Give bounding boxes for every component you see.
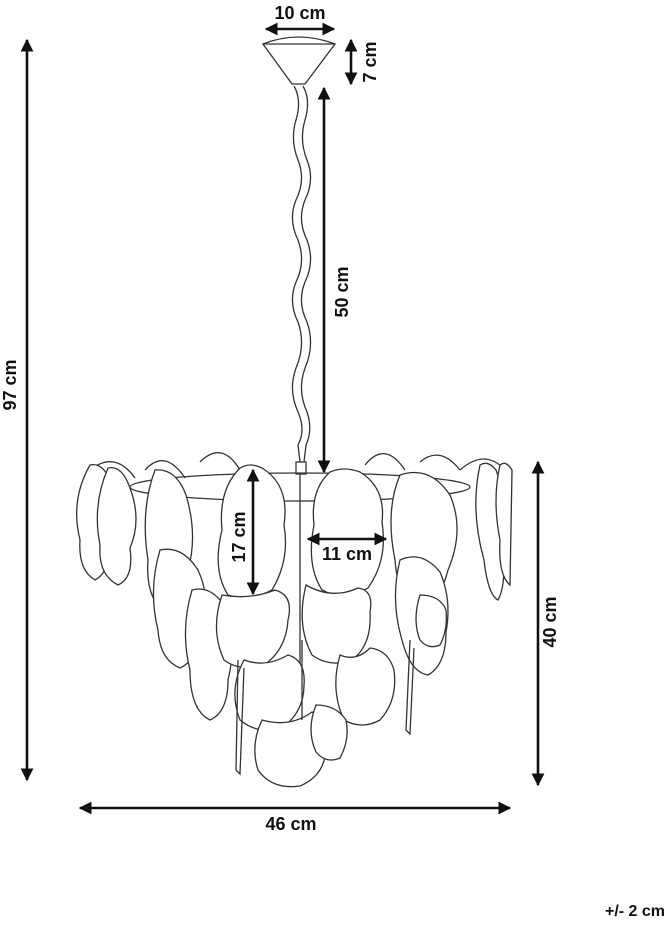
chain-length-label: 50 cm [332,266,352,317]
suspension-cord [291,85,303,463]
shade-height-label: 40 cm [540,596,560,647]
total-height-label: 97 cm [0,359,20,410]
tolerance-note: +/- 2 cm [604,903,665,920]
leaf-height-label: 17 cm [229,511,249,562]
canopy-width-label: 10 cm [274,3,325,23]
leaf-front-center [310,468,385,597]
chandelier-illustration [76,36,513,788]
ceiling-canopy [261,36,337,85]
shade-width-label: 46 cm [265,814,316,834]
dimension-lines [20,22,545,815]
canopy-height-label: 7 cm [360,41,380,82]
leaf-width-label: 11 cm [322,544,372,564]
dimension-labels: 10 cm 7 cm 50 cm 97 cm 40 cm 46 cm 17 cm… [0,3,560,834]
